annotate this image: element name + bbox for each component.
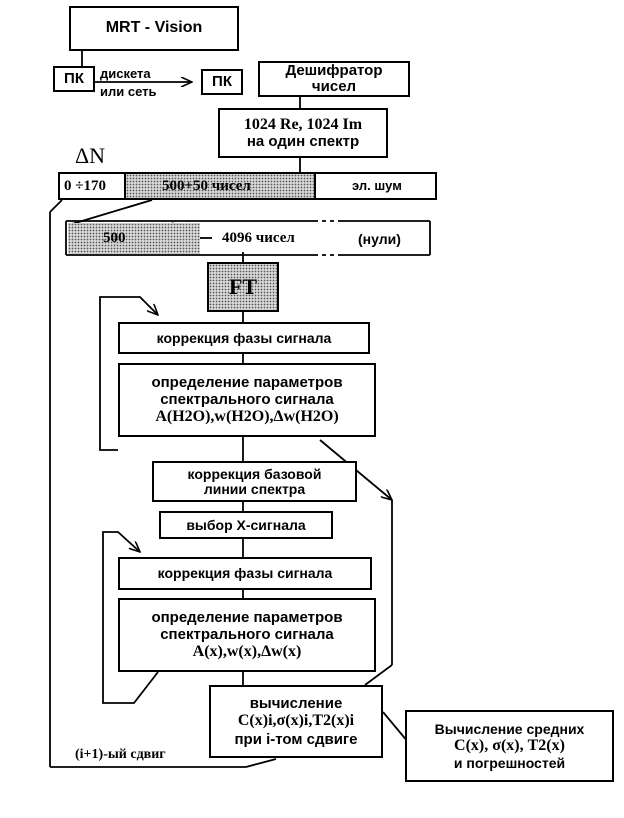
params1-box: определение параметров спектрального сиг… bbox=[118, 363, 376, 437]
calc-line3: при i-том сдвиге bbox=[234, 730, 358, 748]
delta-n-label: ΔN bbox=[75, 143, 106, 168]
decoder-box: Дешифратор чисел bbox=[258, 61, 410, 97]
xselect-label: выбор X-сигнала bbox=[186, 516, 306, 533]
ft-box: FT bbox=[207, 262, 279, 312]
link-label-line1: дискета bbox=[100, 66, 151, 81]
mrt-box: MRT - Vision bbox=[69, 6, 239, 51]
baseline-line1: коррекция базовой bbox=[187, 465, 322, 482]
calc-line1: вычисление bbox=[249, 695, 343, 713]
params1-line2: спектрального сигнала bbox=[160, 390, 334, 408]
avg-line1: Вычисление средних bbox=[434, 720, 585, 737]
phase1-label: коррекция фазы сигнала bbox=[156, 329, 332, 346]
decoder-line2: чисел bbox=[311, 78, 357, 95]
shift-label: (i+1)-ый сдвиг bbox=[75, 747, 166, 762]
calc-to-avg-line bbox=[382, 711, 409, 743]
ft-label: FT bbox=[228, 274, 258, 300]
feedback-to-calc-line bbox=[245, 758, 277, 768]
calc-box: вычисление C(x)i,σ(x)i,T2(x)i при i-том … bbox=[209, 685, 383, 758]
range-signal-region bbox=[124, 174, 316, 198]
phase2-box: коррекция фазы сигнала bbox=[118, 557, 372, 590]
params2-box: определение параметров спектрального сиг… bbox=[118, 598, 376, 672]
pad-500-region bbox=[68, 223, 200, 254]
re-im-line1: 1024 Re, 1024 Im bbox=[243, 115, 363, 133]
re-im-line2: на один спектр bbox=[246, 132, 360, 150]
calc-line2: C(x)i,σ(x)i,T2(x)i bbox=[237, 712, 355, 730]
pad-4096-label: 4096 чисел bbox=[222, 230, 295, 246]
pad-zeros-label: (нули) bbox=[358, 231, 401, 247]
baseline-box: коррекция базовой линии спектра bbox=[152, 461, 357, 502]
mrt-label: MRT - Vision bbox=[105, 19, 203, 37]
range-signal-label: 500+50 чисел bbox=[162, 178, 251, 194]
decoder-line1: Дешифратор bbox=[285, 62, 383, 80]
right-to-calc-line bbox=[364, 664, 393, 686]
avg-line3: и погрешностей bbox=[453, 755, 566, 772]
pk-left-label: ПК bbox=[64, 70, 84, 88]
params1-line1: определение параметров bbox=[151, 373, 343, 391]
baseline-line2: линии спектра bbox=[203, 480, 306, 497]
link-label-line2: или сеть bbox=[100, 84, 157, 99]
range-first-label: 0 ÷170 bbox=[64, 178, 106, 194]
avg-line2: C(x), σ(x), T2(x) bbox=[454, 736, 565, 754]
params2-line1: определение параметров bbox=[151, 608, 343, 626]
pk-right-box: ПК bbox=[201, 69, 243, 95]
loop1-arrow bbox=[99, 296, 158, 451]
range-bar: 0 ÷170 500+50 чисел эл. шум bbox=[58, 172, 437, 200]
pk-left-box: ПК bbox=[53, 66, 95, 92]
params1-line3: A(H2O),w(H2O),Δw(H2O) bbox=[155, 408, 339, 426]
re-im-box: 1024 Re, 1024 Im на один спектр bbox=[218, 108, 388, 158]
pk-right-label: ПК bbox=[212, 73, 232, 91]
loop2-arrow bbox=[102, 531, 159, 704]
params2-line2: спектрального сигнала bbox=[160, 625, 334, 643]
phase2-label: коррекция фазы сигнала bbox=[157, 565, 333, 582]
xselect-box: выбор X-сигнала bbox=[159, 511, 333, 539]
noise-label: эл. шум bbox=[352, 178, 402, 193]
feedback-top-diagonal bbox=[49, 199, 63, 213]
params2-line3: A(x),w(x),Δw(x) bbox=[192, 643, 302, 661]
range-to-pad-line bbox=[71, 199, 153, 225]
phase1-box: коррекция фазы сигнала bbox=[118, 322, 370, 354]
averages-box: Вычисление средних C(x), σ(x), T2(x) и п… bbox=[405, 710, 614, 782]
pad-500-label: 500 bbox=[103, 230, 126, 246]
